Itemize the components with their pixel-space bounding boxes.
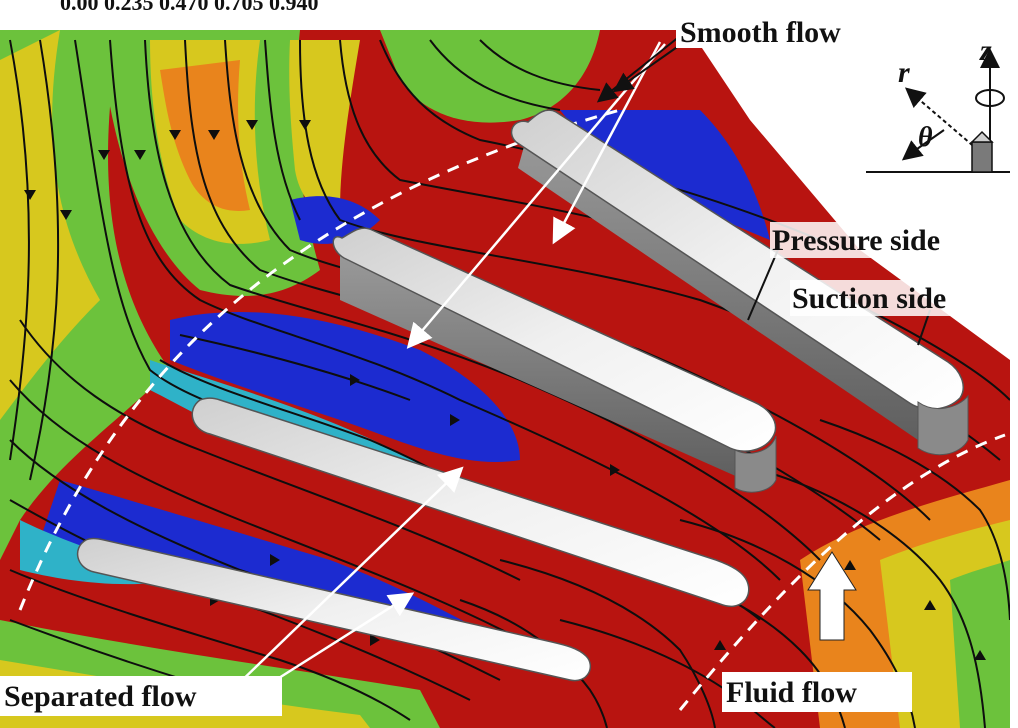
blade-2 — [191, 397, 750, 607]
outer-dashed-circle — [678, 433, 1006, 711]
colorbar-tick-labels: 0.00 0.235 0.470 0.705 0.940 — [60, 0, 319, 15]
label-pressure-side: Pressure side — [772, 224, 940, 257]
separated-flow-pointers — [231, 466, 464, 692]
inner-dashed-circle — [18, 108, 621, 611]
label-fluid-flow: Fluid flow — [726, 676, 857, 709]
blade-3 — [332, 227, 777, 493]
coordinate-axes-icon: r z θ — [866, 34, 1010, 173]
contour-region-orange-upper — [160, 60, 250, 211]
contour-region-yellow-top-middle — [289, 40, 360, 213]
label-suction-side: Suction side — [792, 282, 946, 315]
fluid-flow-arrow — [807, 551, 857, 641]
label-smooth-flow: Smooth flow — [680, 16, 841, 49]
label-separated-flow: Separated flow — [4, 680, 197, 713]
contour-region-green-top-middle — [380, 30, 600, 123]
separation-zone-blue-1 — [170, 311, 520, 462]
smooth-flow-pointers — [406, 41, 666, 349]
axis-label-z: z — [979, 34, 992, 67]
blade-4 — [510, 109, 969, 456]
axis-label-r: r — [898, 56, 910, 89]
separation-zone-blue-top-right — [560, 110, 770, 240]
contour-region-green-right — [950, 560, 1010, 728]
axis-label-theta: θ — [918, 122, 933, 153]
blade-1 — [76, 537, 591, 682]
